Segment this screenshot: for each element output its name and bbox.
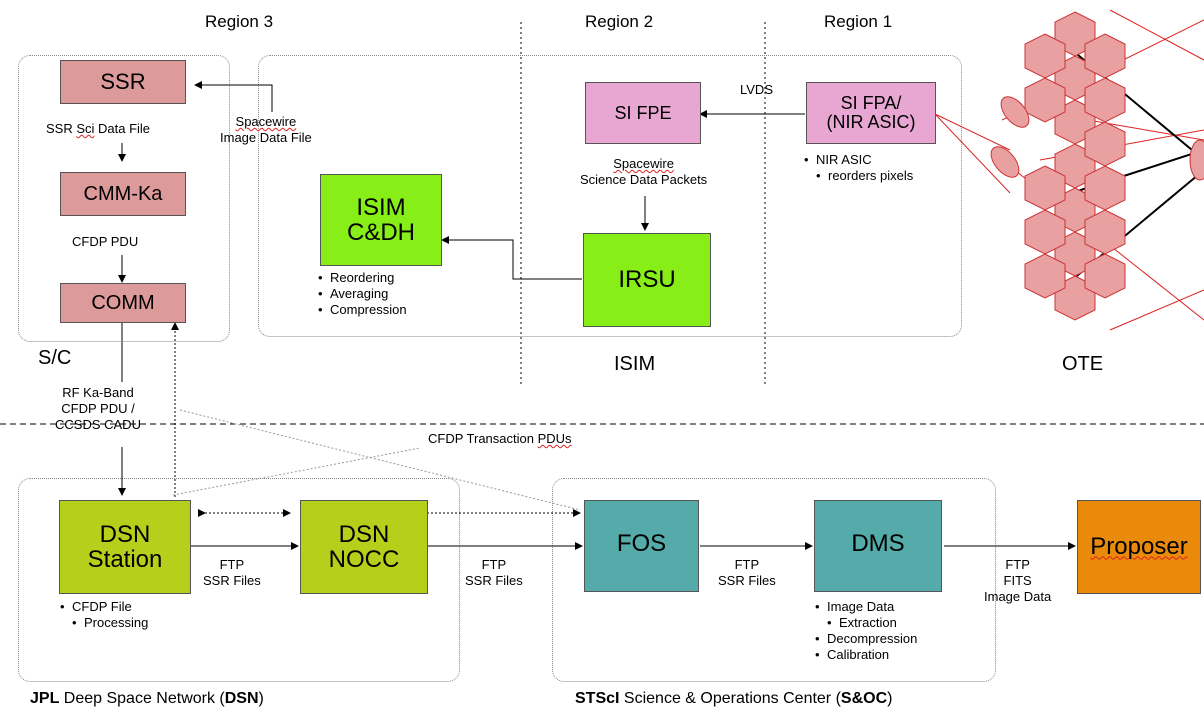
ftp-label-line: FTP <box>734 557 760 572</box>
cmm-ka-box: CMM-Ka <box>60 172 186 216</box>
region3-container <box>18 55 230 342</box>
ftp-label-line: SSR Files <box>203 573 261 588</box>
dsn-nocc-label-line2: NOCC <box>328 546 400 573</box>
spacewire-image-label: Spacewire Image Data File <box>220 114 312 146</box>
dsn-station-label-line1: DSN <box>99 520 151 548</box>
spacewire-science-line1: Spacewire <box>613 156 674 171</box>
region2-label: Region 2 <box>585 12 654 31</box>
dsn-title-abbrev: DSN <box>224 690 259 707</box>
dms-bullet-item: Image Data <box>815 599 917 615</box>
ftp-label-line: Image Data <box>984 589 1052 604</box>
dsn-bullet-item-continued: Processing <box>60 615 148 631</box>
isim-cdh-label-line1: ISIM <box>356 193 406 221</box>
cfdp-pdu-label: CFDP PDU <box>72 234 139 249</box>
region-dividers <box>520 22 766 385</box>
irsu-box-label: IRSU <box>618 266 676 294</box>
ftp-label-line: FTP <box>1005 557 1030 572</box>
ftp-label-line: FTP <box>219 557 245 572</box>
ftp-label-line: FTP <box>481 557 507 572</box>
soc-title-middle: Science & Operations Center ( <box>619 690 841 707</box>
dsn-station-label-line2: Station <box>87 546 163 573</box>
ftp-ssr-files-label-1: FTP SSR Files <box>203 557 261 589</box>
rf-ka-band-label: RF Ka-Band CFDP PDU / CCSDS CADU <box>55 385 141 433</box>
spacewire-science-label: Spacewire Science Data Packets <box>580 156 707 188</box>
soc-region-container <box>552 478 996 682</box>
ssr-sci-label-squig: Sci <box>76 121 95 136</box>
ssr-sci-label-part2: Data File <box>94 121 151 136</box>
isim-section-label: ISIM <box>614 353 656 375</box>
nir-asic-note: NIR ASIC reorders pixels <box>804 152 913 184</box>
cfdp-transaction-label: CFDP Transaction PDUs <box>428 431 572 447</box>
irsu-box: IRSU <box>583 233 711 327</box>
fos-box: FOS <box>584 500 699 592</box>
dsn-nocc-box: DSN NOCC <box>300 500 428 594</box>
cfdp-transaction-part1: CFDP Transaction <box>428 431 538 446</box>
nir-asic-note-line2: reorders pixels <box>804 168 913 184</box>
cdh-bullet-list: Reordering Averaging Compression <box>318 270 407 318</box>
cfdp-transaction-squig: PDUs <box>537 431 572 446</box>
fos-box-label: FOS <box>616 530 667 557</box>
rf-label-line2: CFDP PDU / <box>61 401 135 416</box>
ftp-label-line: SSR Files <box>465 573 523 588</box>
rf-label-line3: CCSDS CADU <box>55 417 141 432</box>
si-fpe-box: SI FPE <box>585 82 701 144</box>
dsn-title: JPL Deep Space Network (DSN) <box>30 690 264 708</box>
si-fpe-box-label: SI FPE <box>614 102 672 123</box>
region3-label: Region 3 <box>205 12 274 31</box>
ftp-ssr-files-label-3: FTP SSR Files <box>718 557 776 589</box>
soc-title-abbrev: S&OC <box>840 690 888 707</box>
dsn-station-box: DSN Station <box>59 500 191 594</box>
dsn-title-middle: Deep Space Network ( <box>59 690 225 707</box>
si-fpa-label-line1: SI FPA/ <box>840 93 902 114</box>
ftp-label-line: FITS <box>1003 573 1032 588</box>
ssr-box-label: SSR <box>100 69 146 95</box>
ssr-sci-data-file-label: SSR Sci Data File <box>46 121 150 137</box>
soc-title-close: ) <box>887 690 893 707</box>
proposer-box: Proposer <box>1077 500 1201 594</box>
region1-label: Region 1 <box>824 12 893 31</box>
ssr-sci-label-part1: SSR <box>46 121 77 136</box>
spacewire-image-line2: Image Data File <box>220 130 312 145</box>
ssr-box: SSR <box>60 60 186 104</box>
ftp-label-line: SSR Files <box>718 573 776 588</box>
dms-bullet-item: Calibration <box>815 647 917 663</box>
spacewire-science-line2: Science Data Packets <box>580 172 708 187</box>
soc-title-stsci: STScI <box>575 690 620 707</box>
dms-bullet-item: Decompression <box>815 631 917 647</box>
ftp-ssr-files-label-2: FTP SSR Files <box>465 557 523 589</box>
isim-cdh-label-line2: C&DH <box>346 219 415 246</box>
soc-title: STScI Science & Operations Center (S&OC) <box>575 690 892 708</box>
ote-telescope-drawing <box>934 9 1204 331</box>
rf-label-line1: RF Ka-Band <box>62 385 134 400</box>
comm-box: COMM <box>60 283 186 323</box>
dsn-region-container <box>18 478 460 682</box>
ftp-fits-label: FTP FITS Image Data <box>984 557 1051 605</box>
si-fpa-box: SI FPA/ (NIR ASIC) <box>806 82 936 144</box>
dsn-bullet-item: CFDP File <box>60 599 148 615</box>
cdh-bullet-item: Compression <box>318 302 407 318</box>
nir-asic-note-line1: NIR ASIC <box>804 152 913 168</box>
ote-section-label: OTE <box>1062 353 1104 375</box>
lvds-label: LVDS <box>740 82 773 97</box>
dms-bullet-list: Image Data Extraction Decompression Cali… <box>815 599 917 663</box>
comm-box-label: COMM <box>91 291 155 314</box>
sc-section-label: S/C <box>38 347 72 369</box>
dsn-title-close: ) <box>258 690 264 707</box>
isim-cdh-box: ISIM C&DH <box>320 174 442 266</box>
cdh-bullet-item: Averaging <box>318 286 407 302</box>
proposer-box-label: Proposer <box>1090 533 1188 561</box>
dsn-title-jpl: JPL <box>30 690 60 707</box>
spacewire-image-line1: Spacewire <box>235 114 297 129</box>
cmm-ka-box-label: CMM-Ka <box>83 182 163 205</box>
cdh-bullet-item: Reordering <box>318 270 407 286</box>
dsn-bullet-list: CFDP File Processing <box>60 599 148 631</box>
isim-region-container <box>258 55 962 337</box>
dms-box-label: DMS <box>851 530 905 557</box>
si-fpa-label-line2: (NIR ASIC) <box>826 112 916 132</box>
dms-bullet-item-continued: Extraction <box>815 615 917 631</box>
dsn-nocc-label-line1: DSN <box>338 520 390 548</box>
dms-box: DMS <box>814 500 942 592</box>
